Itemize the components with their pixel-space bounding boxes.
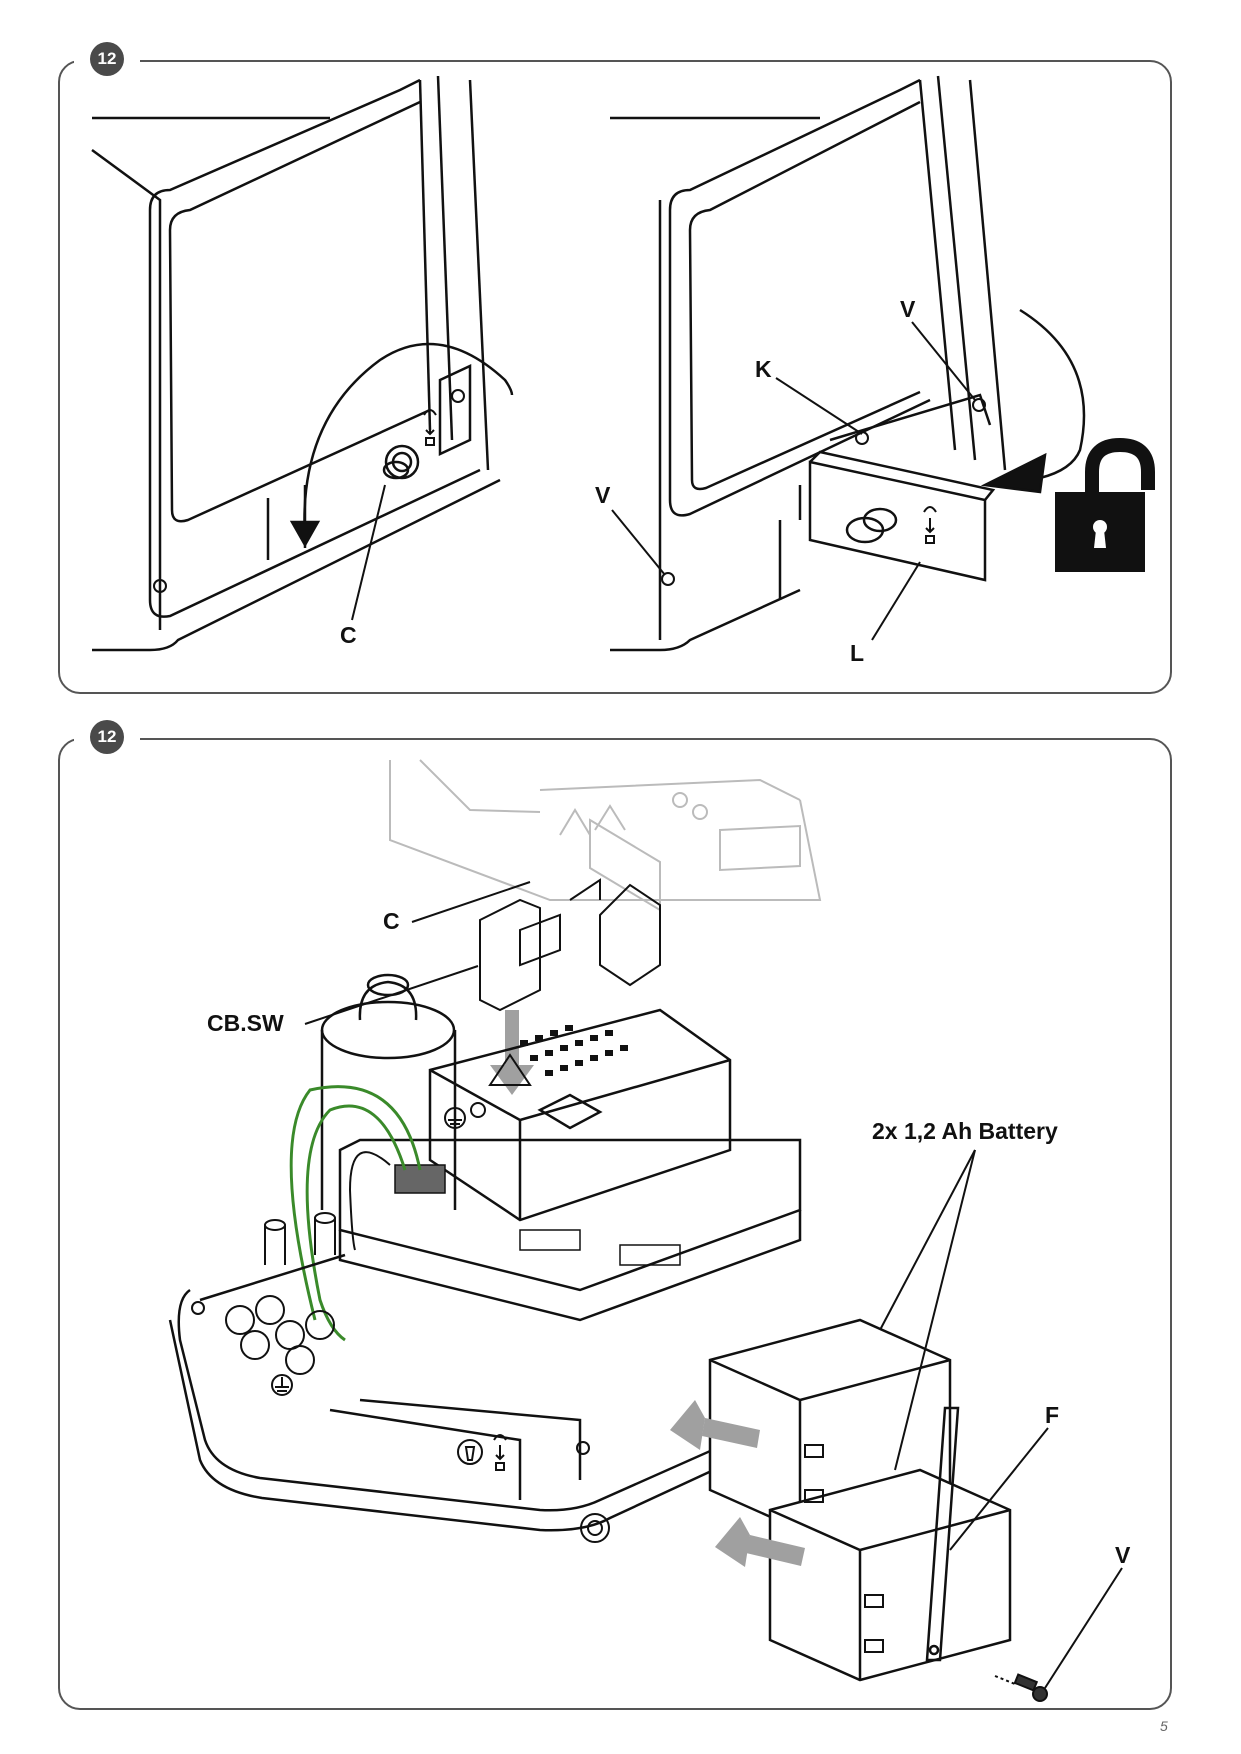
- key-in-flap: [845, 507, 898, 544]
- figure-top-panel: [58, 60, 1172, 694]
- battery-strap: [925, 1406, 960, 1662]
- vent-grille: [520, 1025, 628, 1076]
- label-v: V: [1115, 1542, 1131, 1568]
- label-v-left: V: [595, 482, 611, 508]
- label-battery-leader-1: [879, 1149, 976, 1331]
- control-unit-cover: [428, 1008, 732, 1222]
- insert-arrow-icon: [670, 1400, 805, 1567]
- lock-cylinder-base: [457, 1439, 483, 1465]
- terminal-block: [519, 1229, 681, 1266]
- label-f: F: [1045, 1402, 1060, 1428]
- cbsw-board: [479, 898, 561, 1012]
- battery-terminals: [804, 1444, 884, 1653]
- screw-icon: [191, 1301, 610, 1543]
- figure-bottom-panel: [58, 738, 1172, 1710]
- key-lock-cylinder: [382, 444, 420, 480]
- label-l-leader: [871, 561, 921, 641]
- figure-top-number-badge: 12: [90, 42, 124, 76]
- label-battery-leader-2: [894, 1149, 976, 1471]
- circuit-board: [338, 1138, 802, 1322]
- screw-icon: [470, 1102, 486, 1118]
- base-plate: [168, 1253, 801, 1532]
- ground-wires: [289, 1085, 422, 1342]
- label-k-leader: [775, 377, 863, 435]
- insert-arrow-icon: [490, 1010, 534, 1095]
- screw-icon: [661, 398, 986, 586]
- label-cbsw: CB.SW: [207, 1010, 284, 1036]
- label-v-leader: [1044, 1567, 1123, 1689]
- label-c-leader: [351, 484, 386, 621]
- lock-flap-plate: [808, 450, 996, 582]
- connector-c: [569, 878, 661, 987]
- label-k: K: [755, 356, 772, 382]
- label-v-right: V: [900, 296, 916, 322]
- label-c-bottom: C: [383, 908, 400, 934]
- cable-glands: [225, 1212, 336, 1375]
- earth-ground-icon: [271, 1374, 293, 1396]
- unlock-padlock-icon: [1055, 437, 1155, 572]
- label-f-leader: [949, 1427, 1049, 1551]
- screw-icon: [153, 389, 465, 593]
- label-c-leader-bottom: [411, 881, 531, 923]
- warning-triangle-icon: [488, 1053, 532, 1086]
- figure-bottom-number-badge: 12: [90, 720, 124, 754]
- top-left-cover-closed: [91, 75, 501, 652]
- power-cable: [348, 1151, 391, 1251]
- top-right-cover-open: [610, 75, 1007, 652]
- label-battery: 2x 1,2 Ah Battery: [872, 1118, 1058, 1144]
- upper-housing-ghost: [389, 759, 822, 912]
- label-v-right-leader: [911, 321, 976, 401]
- page-number: 5: [1160, 1718, 1168, 1734]
- label-c: C: [340, 622, 357, 648]
- lock-symbol-icon: [423, 409, 437, 446]
- label-v-left-leader: [611, 509, 666, 576]
- lock-symbol-icon: [923, 506, 937, 544]
- rotate-arrow-icon: [289, 342, 514, 548]
- label-l: L: [850, 640, 865, 666]
- fixing-screw: [994, 1673, 1048, 1702]
- earth-ground-icon: [444, 1107, 466, 1129]
- lock-symbol-icon: [493, 1434, 507, 1471]
- open-arrow-icon: [980, 308, 1086, 494]
